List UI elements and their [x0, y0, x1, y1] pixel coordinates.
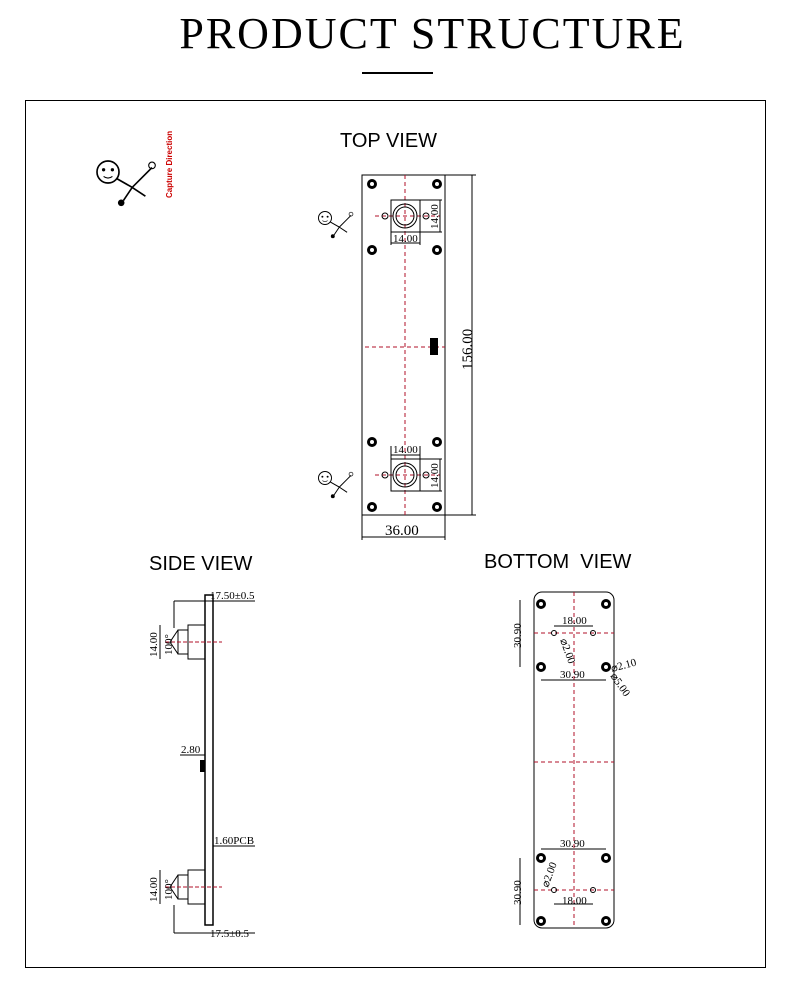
- svg-text:100°: 100°: [163, 634, 175, 655]
- top-view-label: TOP VIEW: [340, 130, 438, 152]
- svg-text:30.90: 30.90: [560, 838, 585, 850]
- top-camera-module: [381, 199, 430, 233]
- capture-direction-icon: Capture Direction: [96, 131, 174, 207]
- svg-text:17.50±0.5: 17.50±0.5: [210, 590, 255, 602]
- side-view-label: SIDE VIEW: [149, 553, 253, 575]
- svg-text:⌀2.00: ⌀2.00: [540, 860, 560, 889]
- page-title: PRODUCT STRUCTURE: [179, 9, 686, 58]
- svg-text:36.00: 36.00: [385, 523, 419, 539]
- svg-text:1.60PCB: 1.60PCB: [214, 835, 254, 847]
- svg-text:⌀5.00: ⌀5.00: [608, 671, 633, 699]
- svg-text:30.90: 30.90: [560, 669, 585, 681]
- side-camera-bottom: [169, 869, 206, 905]
- top-view: 14.00 14.00 14.00 14.00 156.00 36.00: [318, 174, 476, 540]
- svg-text:17.5±0.5: 17.5±0.5: [210, 928, 250, 940]
- bottom-view: 18.00 30.90 30.90 ⌀2.00 ⌀2.10 ⌀5.00 30.9…: [512, 591, 638, 929]
- svg-text:18.00: 18.00: [562, 895, 587, 907]
- bottom-camera-module: [381, 458, 430, 492]
- title-underline: [362, 72, 433, 74]
- bottom-view-label: BOTTOM VIEW: [484, 551, 632, 573]
- side-camera-top: [169, 624, 206, 660]
- connector: [430, 338, 438, 355]
- svg-text:2.80: 2.80: [181, 744, 201, 756]
- svg-text:14.00: 14.00: [429, 463, 441, 488]
- svg-text:14.00: 14.00: [429, 204, 441, 229]
- svg-text:14.00: 14.00: [393, 444, 418, 456]
- capture-direction-label: Capture Direction: [165, 131, 174, 198]
- svg-text:30.90: 30.90: [512, 880, 524, 905]
- svg-text:30.90: 30.90: [512, 623, 524, 648]
- svg-text:156.00: 156.00: [460, 329, 476, 370]
- svg-text:100°: 100°: [163, 879, 175, 900]
- svg-text:14.00: 14.00: [393, 233, 418, 245]
- svg-text:14.00: 14.00: [148, 877, 160, 902]
- svg-text:14.00: 14.00: [148, 632, 160, 657]
- drawing-frame: [25, 100, 766, 968]
- side-view: 17.50±0.5 17.5±0.5 14.00 100° 14.00 100°…: [148, 590, 255, 940]
- svg-text:18.00: 18.00: [562, 615, 587, 627]
